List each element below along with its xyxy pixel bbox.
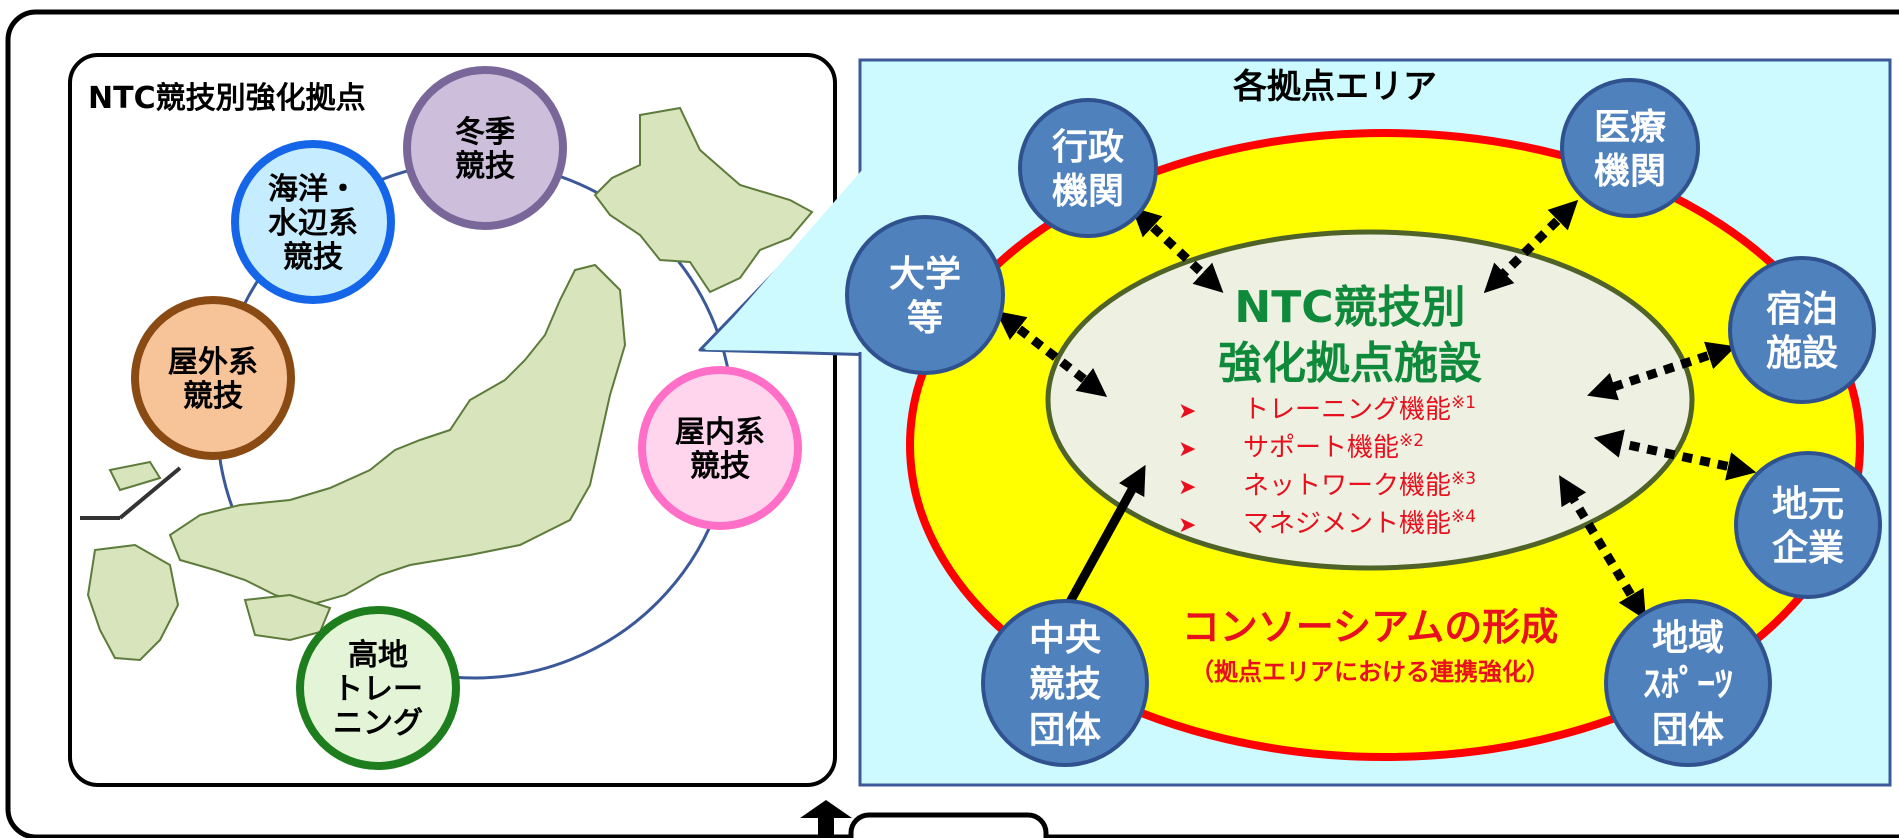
- consortium-subtitle: （拠点エリアにおける連携強化）: [1190, 658, 1550, 686]
- partner-label: 等: [907, 298, 943, 339]
- partner-node-shape: [845, 215, 1005, 375]
- sport-label: 競技: [455, 149, 515, 184]
- partner-node-shape: [1604, 599, 1772, 767]
- function-note: ※3: [1451, 469, 1476, 489]
- partner-label: 競技: [1029, 664, 1101, 705]
- callout-wedge-cover: [705, 170, 862, 352]
- partner-label: 大学: [889, 253, 961, 295]
- sport-circle-shape: [638, 366, 802, 530]
- sport-label: 屋外系: [168, 345, 258, 380]
- map-kyushu: [86, 543, 180, 662]
- partner-label: 医療: [1594, 107, 1666, 148]
- function-label: サポート機能※2: [1243, 431, 1424, 463]
- sport-label: 競技: [183, 379, 243, 414]
- map-honshu: [168, 263, 627, 607]
- function-label: マネジメント機能※4: [1243, 507, 1476, 539]
- partner-label: 企業: [1772, 527, 1844, 569]
- partner-label: 団体: [1029, 710, 1101, 751]
- sport-label: 競技: [690, 449, 750, 484]
- partner-label: 施設: [1766, 333, 1838, 374]
- partner-label: 行政: [1052, 127, 1124, 168]
- function-note: ※1: [1451, 393, 1476, 413]
- sport-circle-shape: [231, 140, 395, 304]
- arrow-iryo: [1483, 199, 1579, 294]
- partner-nodes: 行政機関医療機関大学等宿泊施設地元企業中央競技団体地域ｽﾎﾟｰﾂ団体: [845, 78, 1882, 767]
- arrow-chuo: [1056, 464, 1146, 623]
- bottom-up-arrow: [800, 800, 852, 838]
- partner-node-shape: [1018, 98, 1158, 238]
- bottom-box: [848, 812, 1049, 838]
- facility-title-line1: NTC競技別: [1234, 282, 1465, 333]
- sport-label: 高地: [348, 638, 408, 673]
- sport-label: 屋内系: [675, 415, 765, 450]
- map-okinawa: [108, 460, 162, 492]
- sport-label: 冬季: [455, 115, 515, 150]
- partner-label: 中央: [1029, 618, 1102, 659]
- partner-node-shape: [1728, 256, 1876, 404]
- map-inset-line-2: [118, 466, 182, 520]
- partner-node-shape: [1560, 78, 1700, 218]
- sport-label: トレー: [333, 672, 423, 707]
- sport-label: 競技: [283, 240, 343, 275]
- sport-label: 海洋・: [268, 172, 358, 207]
- function-bullet: ➤: [1178, 399, 1196, 424]
- function-label: ネットワーク機能※3: [1243, 469, 1476, 501]
- function-bullet: ➤: [1178, 437, 1196, 462]
- sport-circle-shape: [296, 606, 460, 770]
- partner-label: 宿泊: [1766, 289, 1838, 330]
- japan-map: [86, 106, 814, 662]
- partner-node-shape: [1734, 451, 1882, 599]
- sport-circle-shape: [131, 296, 295, 460]
- left-panel-title: NTC競技別強化拠点: [88, 81, 366, 116]
- function-label: トレーニング機能※1: [1243, 393, 1476, 425]
- right-panel-title: 各拠点エリア: [1233, 67, 1437, 107]
- partner-label: 機関: [1594, 151, 1666, 192]
- function-list: ➤ トレーニング機能※1 ➤ サポート機能※2 ➤ ネットワーク機能※3 ➤ マネジメント機能…: [1178, 393, 1476, 539]
- arrow-daigaku: [995, 310, 1108, 398]
- function-bullet: ➤: [1178, 475, 1196, 500]
- partner-label: 地域: [1652, 618, 1724, 659]
- function-bullet: ➤: [1178, 513, 1196, 538]
- arrow-jimoto: [1593, 429, 1757, 481]
- partner-label: 地元: [1772, 484, 1844, 525]
- partner-label: 機関: [1052, 171, 1124, 212]
- partner-node-daigaku: 大学等: [845, 215, 1005, 375]
- partner-node-shape: [981, 599, 1149, 767]
- arrow-chiiki: [1559, 475, 1646, 620]
- consortium-title: コンソーシアムの形成: [1182, 605, 1559, 649]
- sport-label: 水辺系: [268, 206, 358, 241]
- function-note: ※4: [1451, 507, 1476, 527]
- partner-label: ｽﾎﾟｰﾂ: [1643, 663, 1733, 705]
- facility-title-line2: 強化拠点施設: [1218, 338, 1482, 389]
- map-hokkaido: [593, 106, 814, 294]
- sport-circle-shape: [403, 66, 567, 230]
- arrow-shukuhaku: [1587, 341, 1736, 401]
- sport-label: ニング: [333, 706, 423, 741]
- function-note: ※2: [1399, 431, 1424, 451]
- arrows: [995, 199, 1757, 623]
- partner-label: 団体: [1652, 710, 1724, 751]
